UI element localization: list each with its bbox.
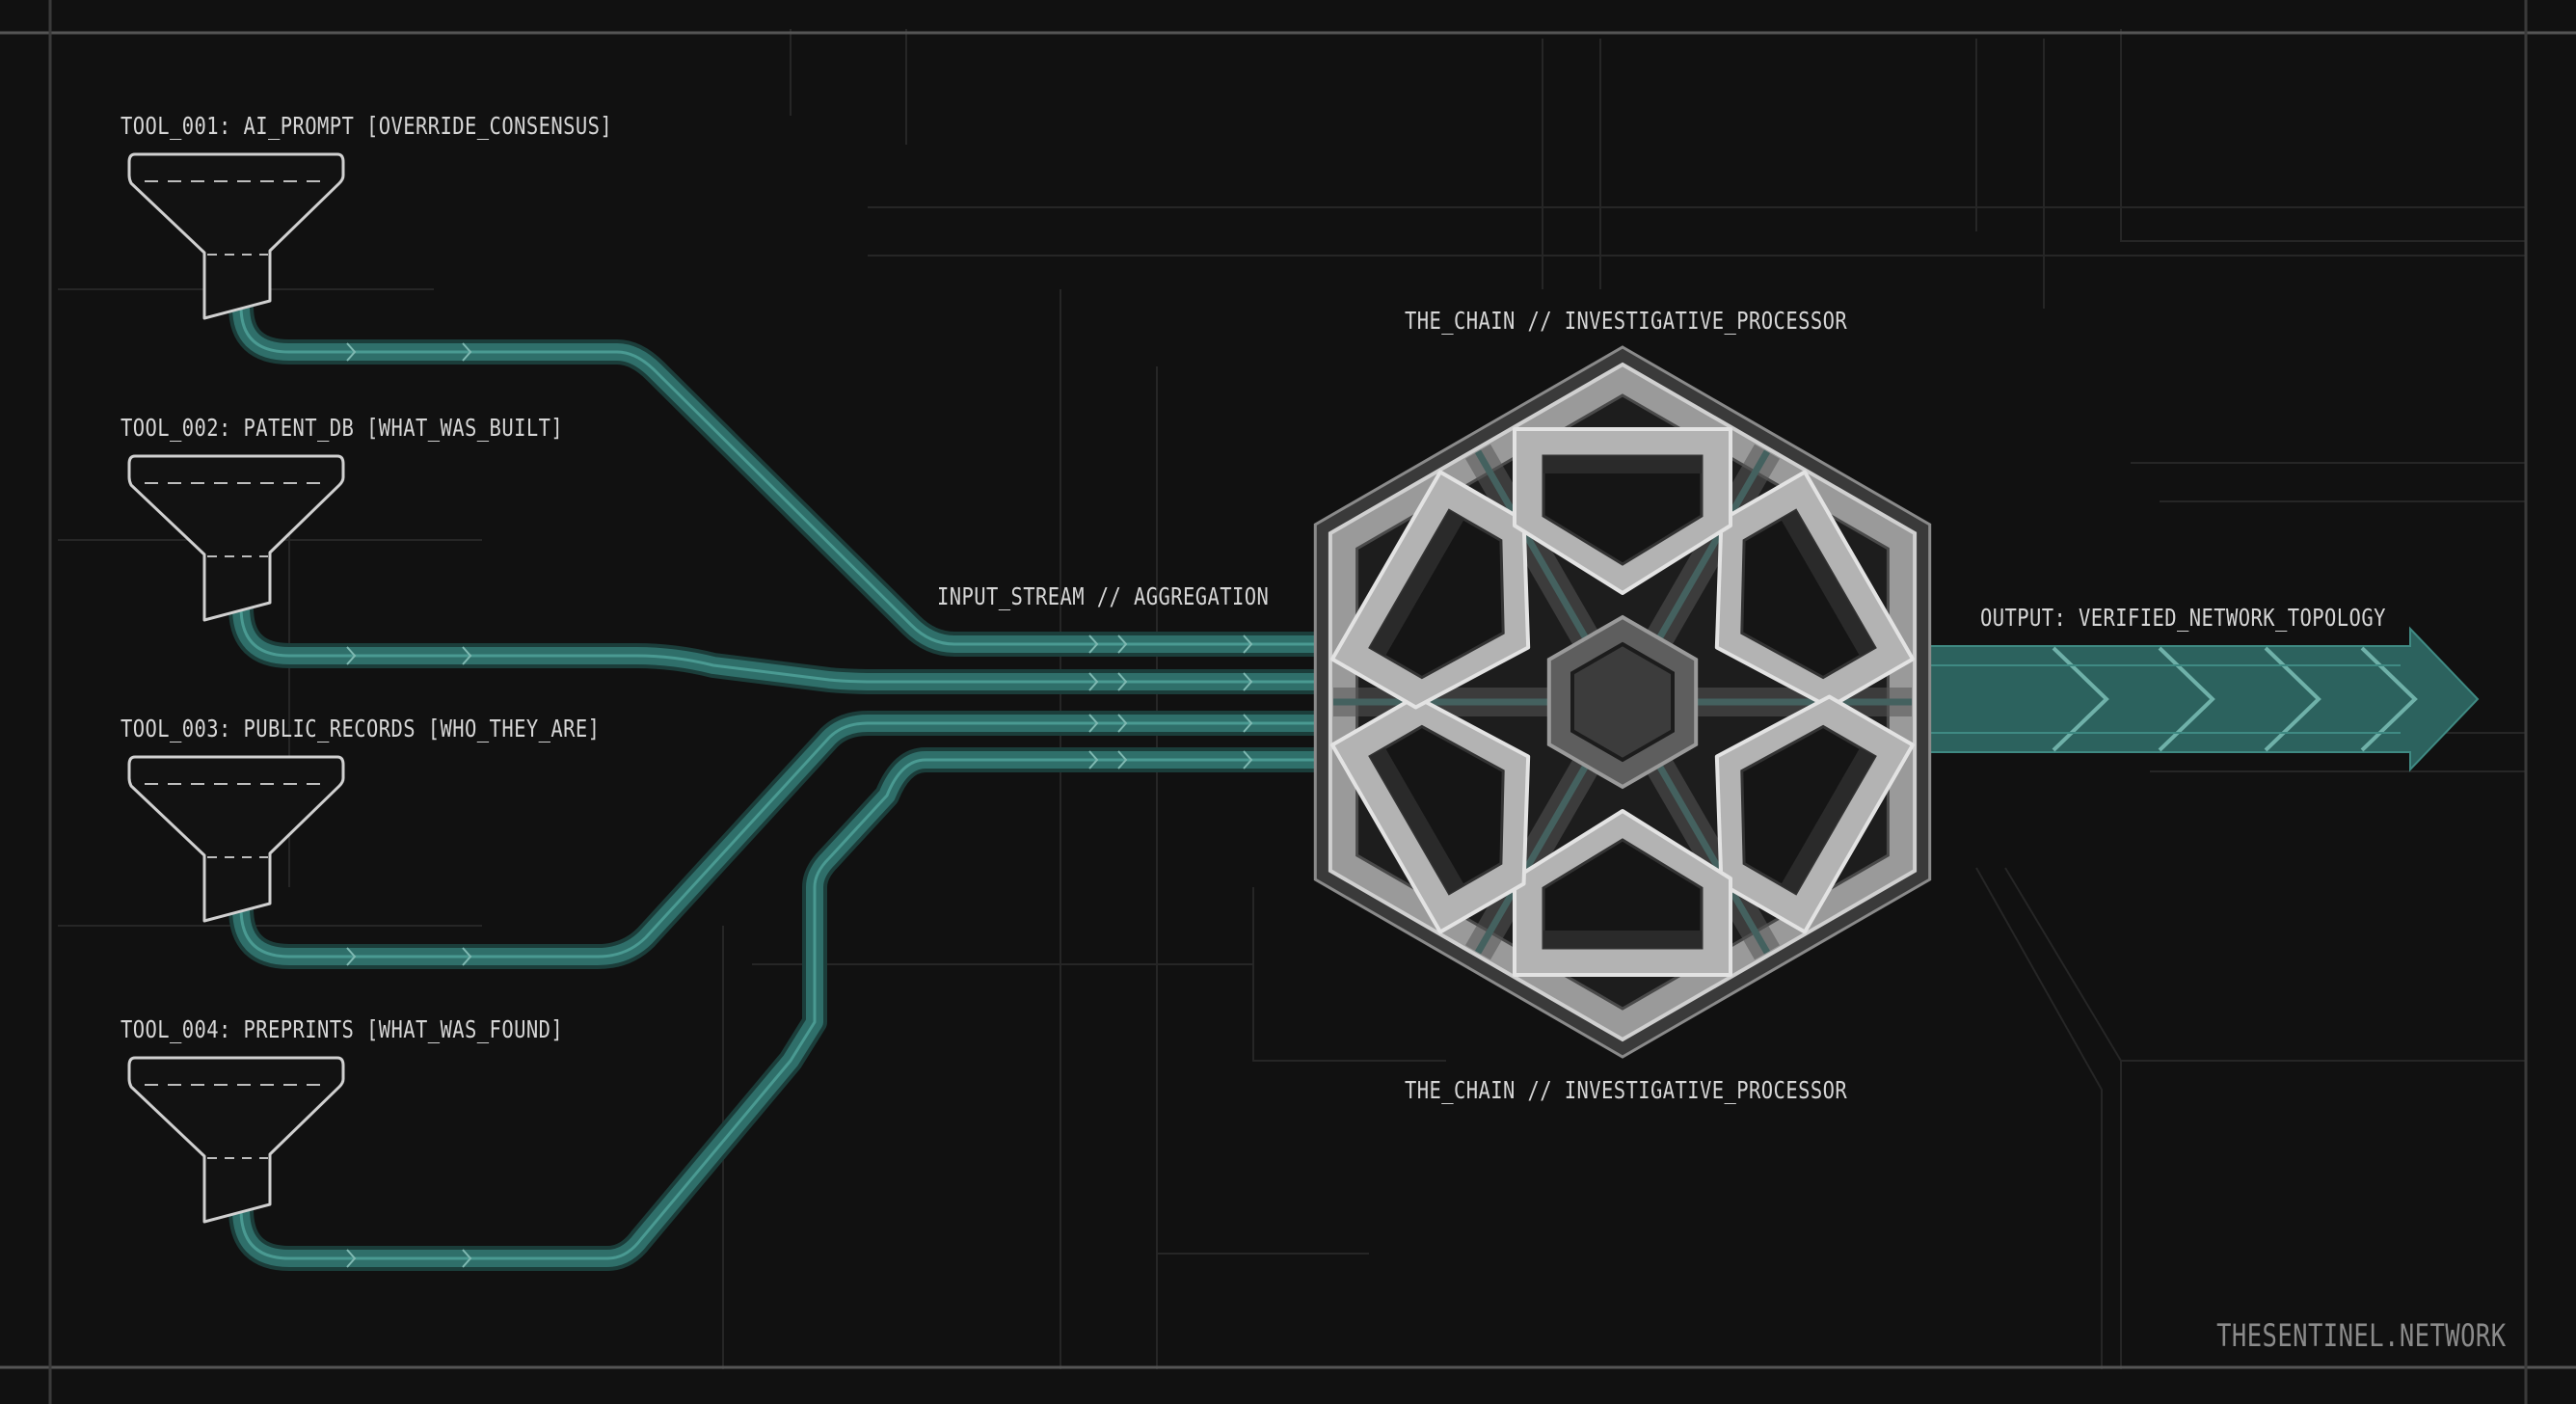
pod-cavity [1368,724,1505,896]
pipe-chevron [346,1249,357,1268]
grid-line [2120,29,2526,242]
tool-001-label: TOOL_001: AI_PROMPT [OVERRIDE_CONSENSUS] [121,112,613,140]
tool-004-label: TOOL_004: PREPRINTS [WHAT_WAS_FOUND] [121,1015,564,1043]
funnel-body [127,454,345,622]
input-stream-label: INPUT_STREAM // AGGREGATION [937,582,1270,610]
processor-pod-2 [1714,694,1916,934]
pod-shadow [1370,510,1464,657]
pipe-highlight [239,721,1319,958]
pipe-4 [228,747,1319,1271]
pipe-chevron [1088,634,1099,654]
pipe-2 [228,607,1319,694]
pipe-chevron [346,947,357,966]
core-hexagon [1570,641,1675,763]
processor-bottom-label: THE_CHAIN // INVESTIGATIVE_PROCESSOR [1405,1076,1848,1104]
pipe-chevron [1088,750,1099,770]
funnel-4-icon [127,1056,345,1224]
pod-shadow [1543,456,1702,473]
processor-hexagon [1313,345,1932,1059]
output-label: OUTPUT: VERIFIED_NETWORK_TOPOLOGY [1980,604,2386,632]
pod-cavity [1740,508,1877,680]
pipe-chevron [1243,714,1253,733]
input-pipes [228,306,1319,1271]
funnel-body [127,152,345,320]
funnel-body [127,1056,345,1224]
processor-pod-5 [1329,470,1531,710]
output-arrow-shape [1927,626,2480,772]
processor-pod-3 [1513,809,1732,977]
funnel-1-icon [127,152,345,320]
pipe-chevron [1117,634,1128,654]
funnel-2-icon [127,454,345,622]
pipe-chevron [1088,714,1099,733]
pod-shadow [1370,747,1464,894]
pipe-chevron [1117,750,1128,770]
processor-pod-6 [1513,427,1732,595]
pipe-highlight [239,758,1319,1260]
pipe-chevron [1243,634,1253,654]
brand-watermark: THESENTINEL.NETWORK [2216,1317,2507,1354]
output-arrow [1927,626,2480,772]
processor-pod-1 [1714,470,1916,710]
tool-003-label: TOOL_003: PUBLIC_RECORDS [WHO_THEY_ARE] [121,715,601,742]
pod-shadow [1543,931,1702,948]
pipe-chevron [462,342,472,362]
pod-shadow [1781,510,1875,657]
funnel-3-icon [127,755,345,923]
pipe-3 [228,711,1319,969]
pipe-1 [228,306,1319,657]
pipe-highlight [239,306,1319,646]
tool-002-label: TOOL_002: PATENT_DB [WHAT_WAS_BUILT] [121,414,564,442]
pipe-chevron [1243,672,1253,691]
funnel-body [127,755,345,923]
pod-shadow [1781,747,1875,894]
background-grid [58,29,2526,1369]
pipe-chevron [1117,672,1128,691]
funnels [127,152,345,1224]
processor-top-label: THE_CHAIN // INVESTIGATIVE_PROCESSOR [1405,307,1848,335]
grid-line [1252,887,1446,1062]
pipe-chevron [1243,750,1253,770]
pipe-chevron [1088,672,1099,691]
pipe-chevron [346,646,357,665]
grid-line [1156,1186,1369,1255]
pipe-chevron [1117,714,1128,733]
pipe-chevron [462,947,472,966]
pipe-chevron [462,1249,472,1268]
processor-pod-4 [1329,694,1531,934]
pipe-chevron [346,342,357,362]
pipe-highlight [239,607,1319,684]
pipe-chevron [462,646,472,665]
grid-line [1975,867,2103,1369]
grid-line [2004,867,2122,1369]
